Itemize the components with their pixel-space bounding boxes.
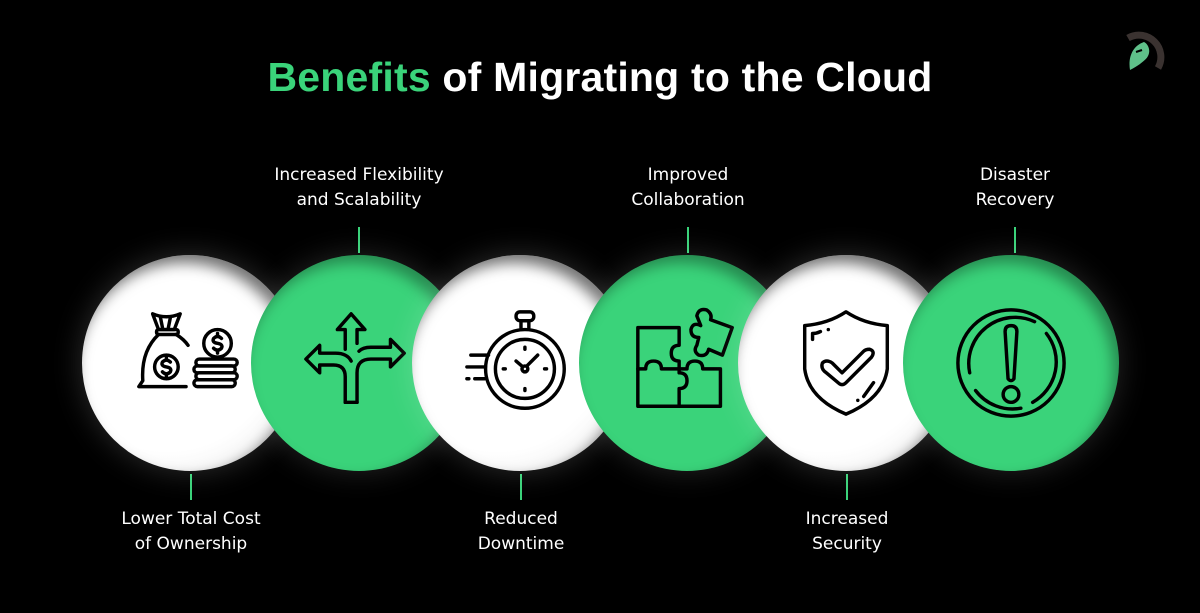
benefit-label-3: Reduced Downtime <box>477 509 565 554</box>
puzzle-icon <box>636 307 734 408</box>
connector-line-2 <box>358 227 360 253</box>
title-rest: of Migrating to the Cloud <box>430 54 933 100</box>
benefit-label-5: Increased Security <box>805 509 889 554</box>
connector-line-4 <box>687 227 689 253</box>
benefit-label-6: Disaster Recovery <box>975 165 1055 210</box>
money-bag-coins-icon <box>137 312 239 389</box>
connector-line-1 <box>190 474 192 500</box>
page-title: Benefits of Migrating to the Cloud <box>0 54 1200 101</box>
connector-line-3 <box>520 474 522 500</box>
benefit-label-2: Increased Flexibility and Scalability <box>274 165 444 210</box>
benefit-label-4: Improved Collaboration <box>631 165 745 210</box>
leaf-helmet-logo-icon <box>1118 30 1168 80</box>
shield-check-icon <box>802 310 890 416</box>
connector-line-5 <box>846 474 848 500</box>
alert-exclamation-icon <box>956 308 1066 418</box>
connector-line-6 <box>1014 227 1016 253</box>
benefit-label-1: Lower Total Cost of Ownership <box>121 509 261 554</box>
benefit-circle-6 <box>903 255 1119 471</box>
title-accent: Benefits <box>267 54 431 100</box>
stopwatch-icon <box>465 310 566 410</box>
split-arrows-icon <box>304 312 406 405</box>
